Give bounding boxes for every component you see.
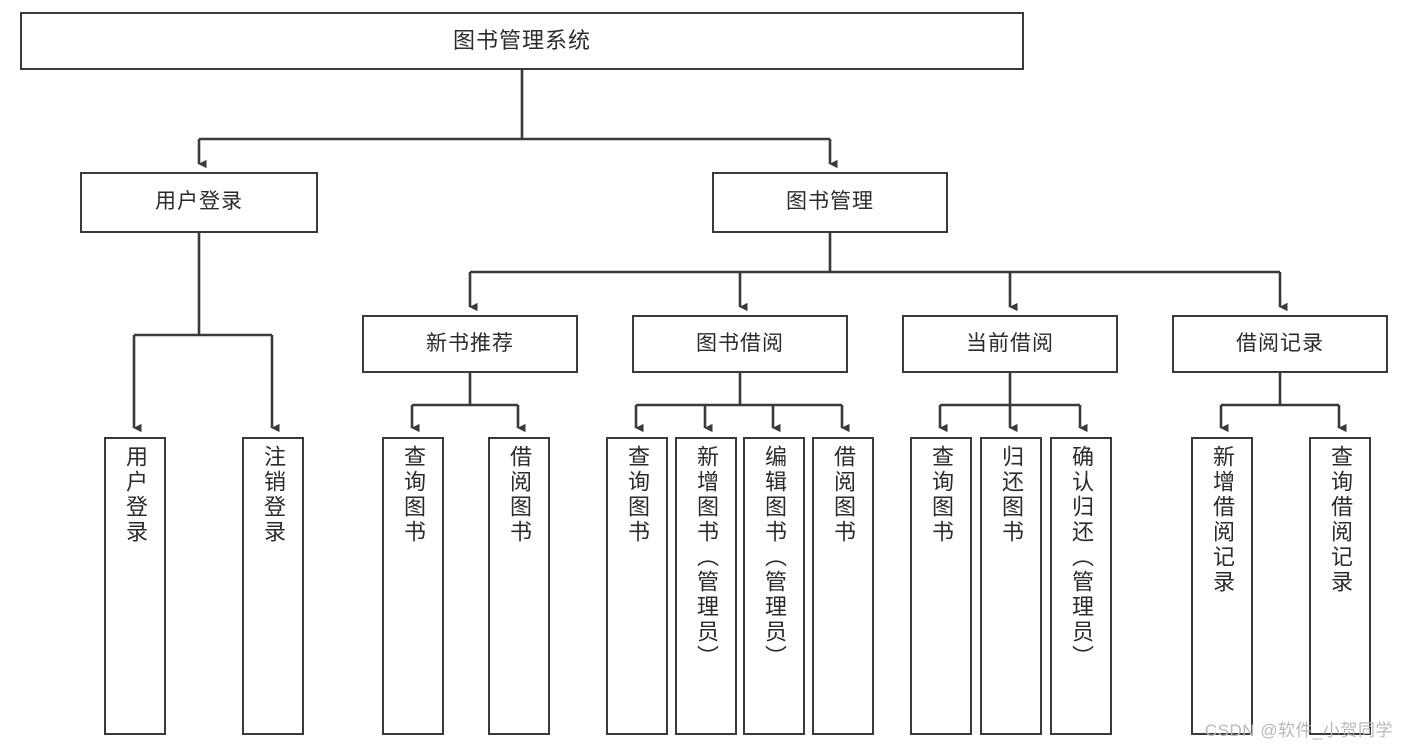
- leaf-query-borrow-record[interactable]: 查询借阅记录: [1309, 437, 1371, 735]
- node-label: 借阅图书: [831, 445, 856, 545]
- node-borrow-record[interactable]: 借阅记录: [1172, 315, 1388, 373]
- node-label: 新增借阅记录: [1210, 445, 1235, 595]
- node-label: 图书管理系统: [452, 28, 591, 54]
- leaf-query-book-current[interactable]: 查询图书: [910, 437, 972, 735]
- node-root-system[interactable]: 图书管理系统: [20, 12, 1024, 70]
- node-label: 新增图书（管理员）: [694, 445, 719, 670]
- leaf-confirm-return-admin[interactable]: 确认归还（管理员）: [1050, 437, 1112, 735]
- leaf-return-book[interactable]: 归还图书: [980, 437, 1042, 735]
- leaf-add-book-admin[interactable]: 新增图书（管理员）: [675, 437, 737, 735]
- leaf-user-login[interactable]: 用户登录: [104, 437, 166, 735]
- node-current-borrow[interactable]: 当前借阅: [902, 315, 1118, 373]
- leaf-query-book-borrow[interactable]: 查询图书: [606, 437, 668, 735]
- leaf-logout[interactable]: 注销登录: [242, 437, 304, 735]
- node-user-login[interactable]: 用户登录: [80, 172, 318, 233]
- node-label: 图书管理: [786, 190, 874, 214]
- node-label: 查询图书: [401, 445, 426, 545]
- node-label: 查询图书: [929, 445, 954, 545]
- node-label: 用户登录: [155, 190, 243, 214]
- leaf-query-book-recommend[interactable]: 查询图书: [382, 437, 444, 735]
- node-label: 注销登录: [261, 445, 286, 545]
- leaf-borrow-book[interactable]: 借阅图书: [812, 437, 874, 735]
- node-new-book-recommend[interactable]: 新书推荐: [362, 315, 578, 373]
- leaf-borrow-book-recommend[interactable]: 借阅图书: [488, 437, 550, 735]
- node-label: 确认归还（管理员）: [1069, 445, 1094, 670]
- node-label: 新书推荐: [426, 331, 514, 355]
- node-label: 编辑图书（管理员）: [762, 445, 787, 670]
- node-label: 当前借阅: [966, 331, 1054, 355]
- node-book-management[interactable]: 图书管理: [712, 172, 948, 233]
- leaf-edit-book-admin[interactable]: 编辑图书（管理员）: [743, 437, 805, 735]
- node-book-borrow[interactable]: 图书借阅: [632, 315, 848, 373]
- node-label: 图书借阅: [696, 331, 784, 355]
- csdn-watermark: CSDN @软件_小贺同学: [1204, 721, 1393, 740]
- node-label: 用户登录: [123, 445, 148, 545]
- node-label: 归还图书: [999, 445, 1024, 545]
- node-label: 查询图书: [625, 445, 650, 545]
- node-label: 借阅图书: [507, 445, 532, 545]
- node-label: 借阅记录: [1236, 331, 1324, 355]
- leaf-add-borrow-record[interactable]: 新增借阅记录: [1191, 437, 1253, 735]
- node-label: 查询借阅记录: [1328, 445, 1353, 595]
